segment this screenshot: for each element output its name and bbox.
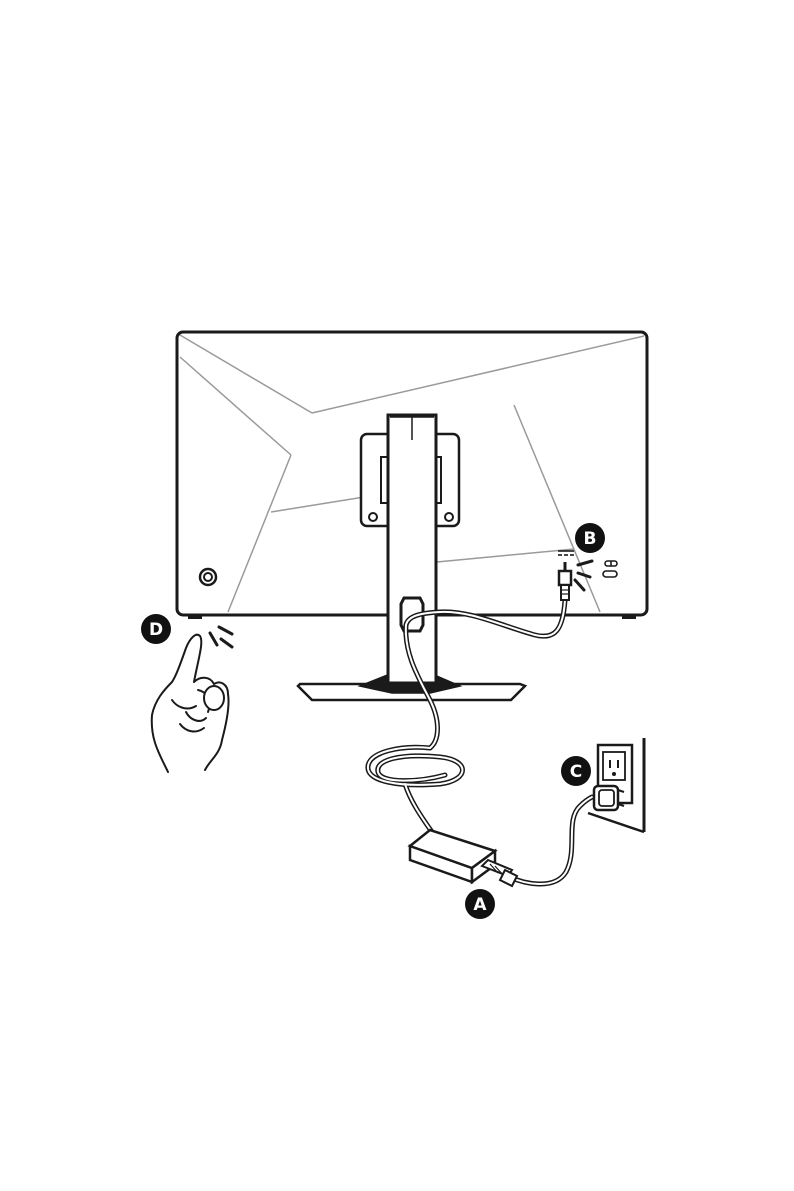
badge-a: A — [465, 889, 495, 919]
wall-outlet — [588, 738, 644, 832]
badge-d: D — [141, 614, 171, 644]
badge-b-label: B — [584, 529, 597, 549]
badge-d-label: D — [149, 620, 163, 640]
badge-c-label: C — [570, 762, 582, 782]
button-press-motion-marks — [210, 627, 232, 647]
badge-c: C — [561, 756, 591, 786]
badge-a-label: A — [473, 895, 487, 915]
badge-b: B — [575, 523, 605, 553]
hand-icon — [152, 635, 229, 772]
power-button-knob — [200, 569, 216, 585]
monitor-foot-left — [188, 614, 202, 619]
security-lock-slot — [603, 571, 617, 577]
power-adapter — [410, 830, 517, 886]
stand-neck — [388, 415, 436, 683]
monitor-foot-right — [622, 614, 636, 619]
